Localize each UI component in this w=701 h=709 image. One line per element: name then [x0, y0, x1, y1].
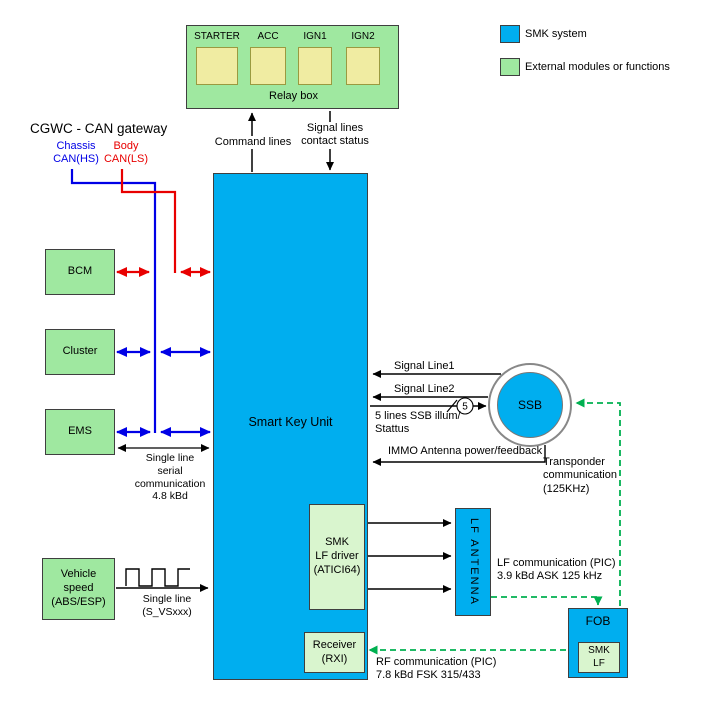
- relay-label-starter: STARTER: [194, 31, 240, 42]
- signal-lines-label: Signal lines contact status: [296, 122, 374, 149]
- body-can-label: Body CAN(LS): [103, 140, 148, 166]
- fob-label: FOB: [585, 614, 611, 628]
- lf-comm-dashed: [491, 596, 603, 606]
- fob: FOB SMK LF: [568, 608, 628, 678]
- legend-swatch-external: [500, 58, 520, 76]
- relay-acc: [250, 47, 286, 85]
- relay-label-acc: ACC: [257, 31, 279, 42]
- module-bcm: BCM: [45, 249, 115, 295]
- smart-key-unit-label: Smart Key Unit: [248, 415, 333, 429]
- signal-line2-label: Signal Line2: [394, 383, 455, 395]
- ssb-button-outer: SSB: [488, 363, 572, 447]
- bus-count-label: 5: [462, 402, 468, 413]
- legend-label-smk: SMK system: [525, 28, 587, 40]
- relay-starter: [196, 47, 238, 85]
- module-vehicle-speed: Vehicle speed (ABS/ESP): [42, 558, 115, 620]
- lf-comm-label: LF communication (PIC) 3.9 kBd ASK 125 k…: [497, 557, 616, 583]
- vehicle-speed-line-label: Single line (S_VSxxx): [142, 593, 192, 618]
- fob-smk-lf: SMK LF: [578, 642, 620, 673]
- ssb-button: SSB: [497, 372, 563, 438]
- transponder-dashed: [575, 398, 621, 606]
- immo-antenna-line: [372, 445, 546, 466]
- relay-label-ign1: IGN1: [303, 31, 327, 42]
- legend-swatch-smk: [500, 25, 520, 43]
- lf-antenna: LF ANTENNA: [455, 508, 491, 616]
- bus-slash-icon: [446, 399, 458, 413]
- chassis-can-label: Chassis CAN(HS): [53, 140, 99, 166]
- module-cluster: Cluster: [45, 329, 115, 375]
- smk-lf-driver: SMK LF driver (ATICI64): [309, 504, 365, 610]
- relay-ign2: [346, 47, 380, 85]
- relay-label-ign2: IGN2: [351, 31, 375, 42]
- relay-box-label: Relay box: [269, 90, 318, 102]
- serial-comm-label: Single line serial communication 4.8 kBd: [134, 452, 206, 503]
- immo-label: IMMO Antenna power/feedback: [388, 445, 543, 457]
- legend-label-external: External modules or functions: [525, 61, 670, 73]
- chassis-can-trunk: [70, 169, 157, 433]
- module-ems: EMS: [45, 409, 115, 455]
- ssb-illum-label: 5 lines SSB illum/ Stattus: [375, 410, 461, 436]
- smk-receiver: Receiver (RXI): [304, 632, 365, 673]
- body-can-trunk: [120, 169, 177, 273]
- bus-count-badge: [456, 397, 474, 415]
- gateway-title: CGWC - CAN gateway: [30, 121, 168, 136]
- signal-line1-label: Signal Line1: [394, 360, 455, 372]
- rf-comm-label: RF communication (PIC) 7.8 kBd FSK 315/4…: [376, 656, 497, 682]
- command-lines-label: Command lines: [207, 136, 299, 150]
- transponder-label: Transponder communication (125KHz): [543, 456, 617, 495]
- square-wave-icon: [125, 568, 190, 587]
- relay-ign1: [298, 47, 332, 85]
- relay-box: STARTER ACC IGN1 IGN2 Relay box: [186, 25, 399, 109]
